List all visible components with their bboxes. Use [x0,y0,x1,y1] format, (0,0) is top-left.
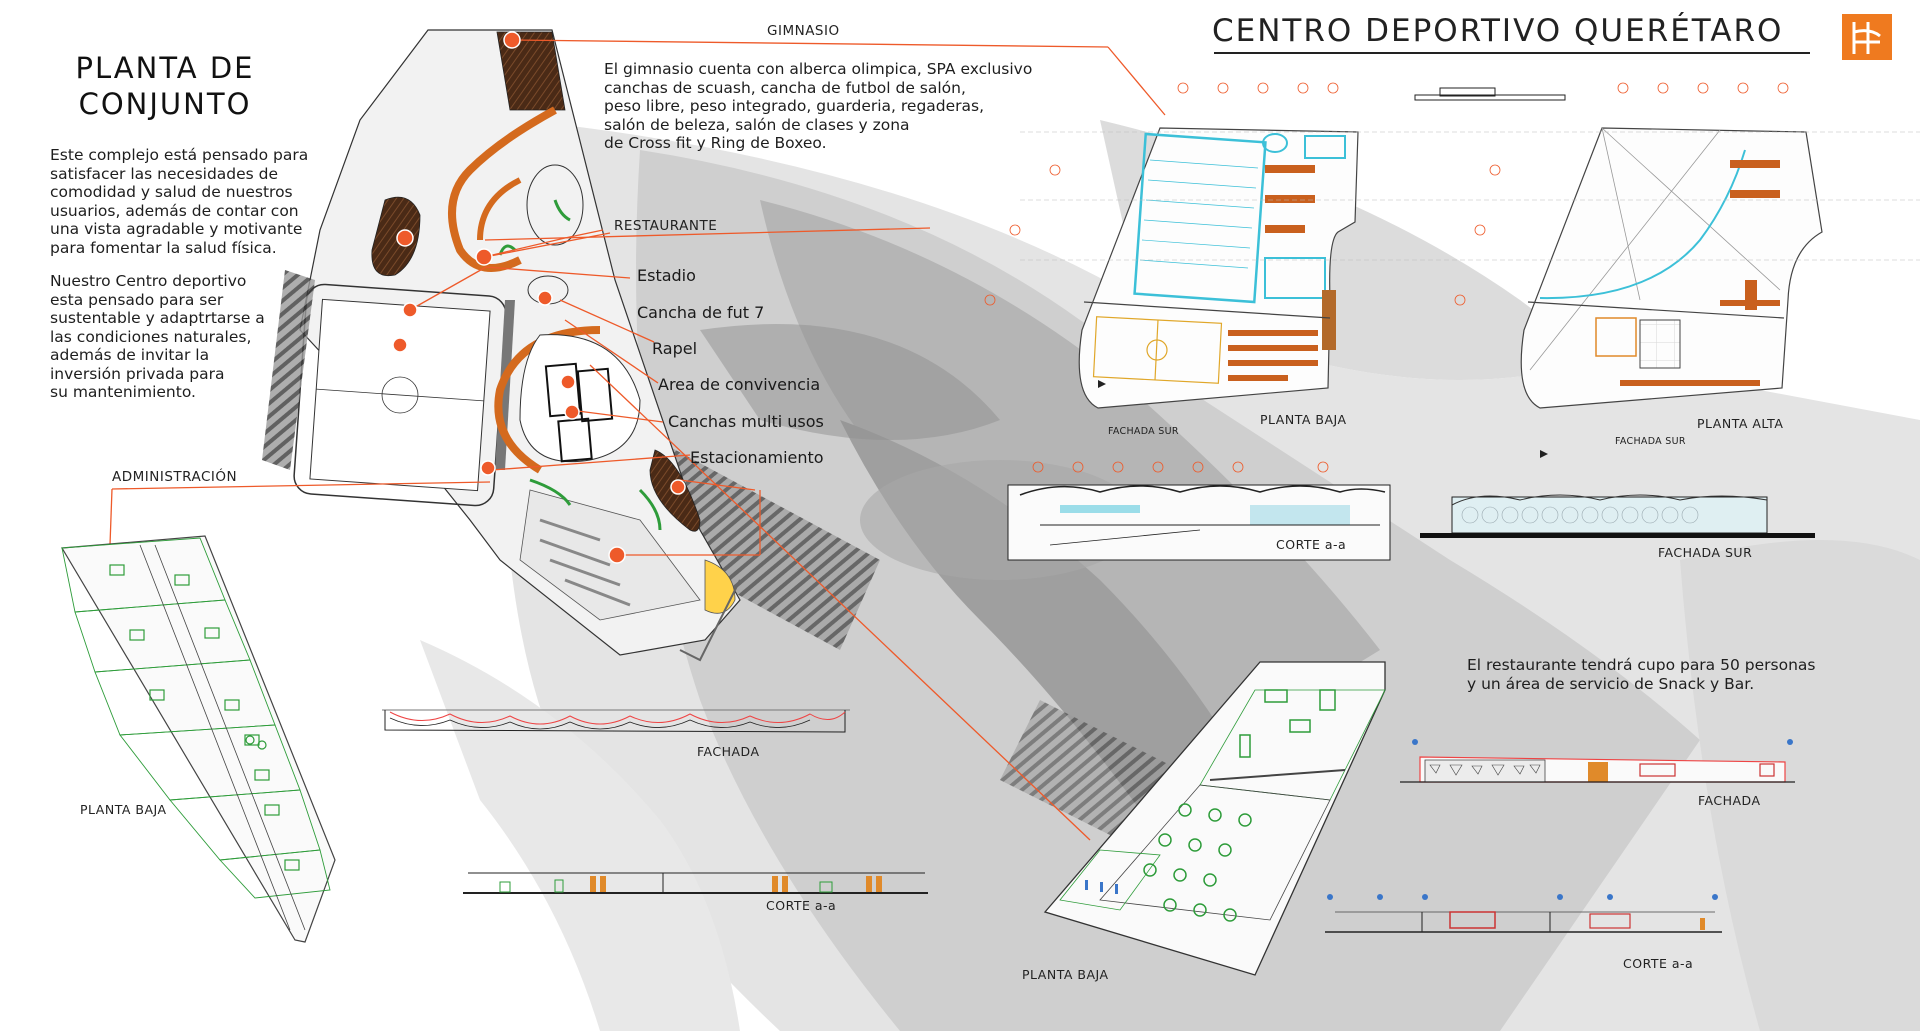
section-markers [1098,380,1548,458]
restaurant-planta-baja-label: PLANTA BAJA [1022,967,1109,982]
gym-description: El gimnasio cuenta con alberca olimpica,… [604,60,1033,152]
intro-paragraph-1: Este complejo está pensado para satisfac… [50,146,309,257]
gym-dashed-guides [1020,131,1920,261]
gym-axis-markers [984,82,1789,306]
admin-fachada-drawing [382,709,850,733]
admin-planta-baja-label: PLANTA BAJA [80,802,167,817]
restaurant-corte-drawing [1325,894,1722,933]
gym-fachada-sur-small-2: FACHADA SUR [1615,436,1686,447]
restaurant-planta-baja-drawing [1043,661,1386,976]
restaurant-corte-label: CORTE a-a [1623,956,1694,971]
title-underline [1214,52,1810,54]
gym-planta-alta-drawing [1520,127,1823,409]
logo-icon [1842,14,1892,60]
gym-planta-baja-label: PLANTA BAJA [1260,412,1347,427]
callout-leaders [109,39,1166,841]
page-title: CENTRO DEPORTIVO QUERÉTARO [1212,13,1784,49]
label-administracion: ADMINISTRACIÓN [112,469,238,485]
gym-fachada-sur-small-1: FACHADA SUR [1108,426,1179,437]
callout-dots [392,31,686,564]
label-gimnasio: GIMNASIO [767,23,840,39]
admin-fachada-label: FACHADA [697,744,760,759]
admin-plan [60,535,336,943]
intro-paragraph-2: Nuestro Centro deportivo esta pensado pa… [50,272,265,401]
gym-planta-baja-drawing [1078,127,1359,409]
restaurant-fachada-drawing [1400,739,1795,783]
restaurant-fachada-label: FACHADA [1698,793,1761,808]
gym-corte-label: CORTE a-a [1276,537,1347,552]
intro-heading-line2: CONJUNTO [78,87,252,121]
callout-rapel: Rapel [652,339,698,358]
site-plan [262,29,741,662]
label-restaurante: RESTAURANTE [614,218,718,234]
gym-mini-section [1414,87,1566,101]
callout-canchas-multi-usos: Canchas multi usos [668,412,824,431]
callout-estacionamiento: Estacionamiento [690,448,824,467]
gym-fachada-sur-label: FACHADA SUR [1658,545,1753,560]
gym-planta-alta-label: PLANTA ALTA [1697,416,1784,431]
restaurant-description: El restaurante tendrá cupo para 50 perso… [1467,656,1816,693]
callout-area-convivencia: Area de convivencia [658,375,821,394]
callout-estadio: Estadio [637,266,696,285]
admin-corte-drawing [463,872,928,894]
gym-fachada-sur-drawing [1420,494,1815,538]
logo-mark [1852,22,1881,54]
gym-corte-drawing [1007,461,1391,561]
admin-corte-label: CORTE a-a [766,898,837,913]
intro-heading-line1: PLANTA DE [75,51,255,85]
callout-cancha-fut7: Cancha de fut 7 [637,303,765,322]
